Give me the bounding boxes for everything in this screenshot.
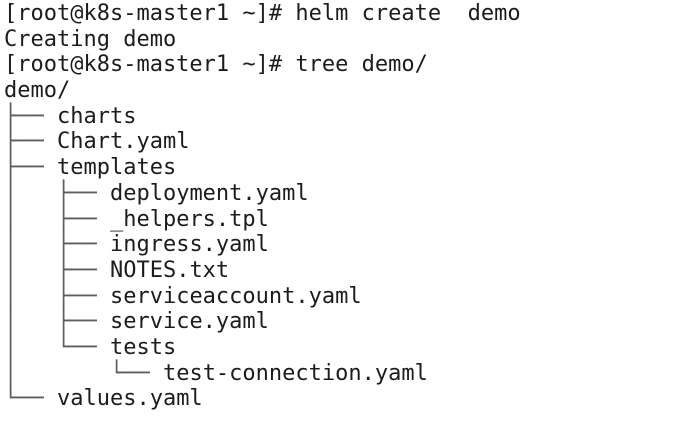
shell-prompt: [root@k8s-master1 ~]# xyxy=(4,52,296,78)
tree-row: └── values.yaml xyxy=(4,386,692,412)
tree-branch-lines: │ ├── xyxy=(4,257,110,283)
tree-row: │ ├── serviceaccount.yaml xyxy=(4,284,692,310)
tree-entry-name: Chart.yaml xyxy=(56,129,190,155)
tree-branch-lines: └── xyxy=(4,386,57,412)
tree-branch-lines: │ └── xyxy=(4,360,163,386)
tree-entry-name: serviceaccount.yaml xyxy=(109,283,362,309)
tree-branch-lines: │ └── xyxy=(4,334,110,360)
tree-branch-lines: │ ├── xyxy=(4,180,110,206)
tree-entry-name: _helpers.tpl xyxy=(109,206,269,232)
tree-branch-lines: ├── xyxy=(4,155,57,181)
tree-root-name: demo/ xyxy=(4,78,71,104)
tree-branch-lines: │ ├── xyxy=(4,232,110,258)
tree-entry-name: tests xyxy=(109,334,177,360)
tree-row: │ └── tests xyxy=(4,335,692,361)
terminal-line-output: Creating demo xyxy=(4,27,692,53)
output-text: Creating demo xyxy=(4,26,177,52)
shell-prompt: [root@k8s-master1 ~]# xyxy=(4,1,296,26)
command-text: helm create demo xyxy=(295,1,521,26)
tree-row: │ ├── ingress.yaml xyxy=(4,232,692,258)
terminal-line-command: [root@k8s-master1 ~]# helm create demo xyxy=(4,1,692,27)
tree-row: ├── charts xyxy=(4,104,692,130)
tree-entry-name: templates xyxy=(56,155,177,181)
tree-branch-lines: │ ├── xyxy=(4,309,110,335)
tree-row: │ ├── _helpers.tpl xyxy=(4,207,692,233)
tree-entry-name: values.yaml xyxy=(56,386,203,412)
tree-branch-lines: ├── xyxy=(4,103,57,129)
tree-row: │ └── test-connection.yaml xyxy=(4,361,692,387)
tree-row: ├── templates xyxy=(4,155,692,181)
tree-row: │ ├── deployment.yaml xyxy=(4,181,692,207)
tree-row: ├── Chart.yaml xyxy=(4,129,692,155)
tree-entry-name: deployment.yaml xyxy=(109,180,309,206)
tree-branch-lines: ├── xyxy=(4,129,57,155)
tree-entry-name: ingress.yaml xyxy=(109,232,269,258)
tree-branch-lines: │ ├── xyxy=(4,206,110,232)
tree-root-row: demo/ xyxy=(4,78,692,104)
tree-branch-lines: │ ├── xyxy=(4,283,110,309)
tree-entry-name: NOTES.txt xyxy=(109,257,230,283)
command-text: tree demo/ xyxy=(295,52,428,78)
tree-entry-name: test-connection.yaml xyxy=(162,360,428,386)
tree-entry-name: service.yaml xyxy=(109,309,269,335)
terminal-line-command: [root@k8s-master1 ~]# tree demo/ xyxy=(4,52,692,78)
tree-entry-name: charts xyxy=(56,103,137,129)
tree-row: │ ├── NOTES.txt xyxy=(4,258,692,284)
tree-row: │ ├── service.yaml xyxy=(4,309,692,335)
